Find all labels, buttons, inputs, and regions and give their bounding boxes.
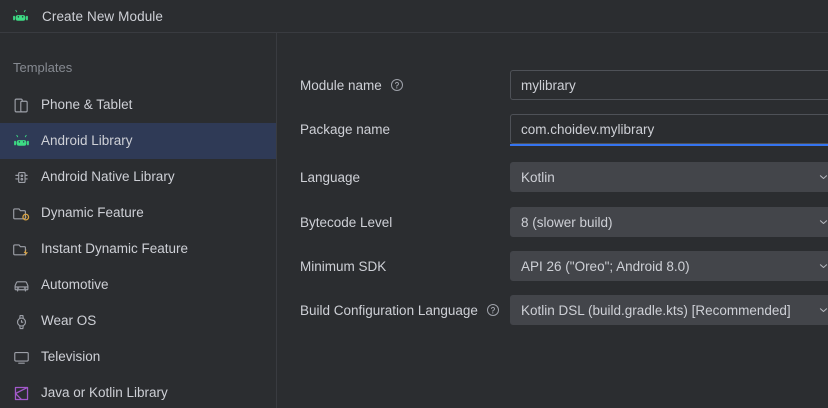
sidebar-item-label: Java or Kotlin Library — [41, 385, 168, 401]
form-row-package-name: Package name com.choidev.mylibrary — [278, 114, 828, 146]
templates-header: Templates — [13, 60, 73, 75]
focus-underline — [510, 144, 828, 146]
dropdown-minimum-sdk[interactable]: API 26 ("Oreo"; Android 8.0) — [510, 251, 828, 281]
sidebar-item-label: Instant Dynamic Feature — [41, 241, 189, 257]
form-row-bytecode-level: Bytecode Level 8 (slower build) — [278, 207, 828, 237]
field-value: mylibrary — [521, 77, 576, 93]
sidebar-item-instant-dynamic-feature[interactable]: Instant Dynamic Feature — [0, 231, 276, 267]
title-bar: Create New Module — [0, 0, 828, 33]
label-build-configuration-language: Build Configuration Language — [300, 303, 510, 318]
kotlin-library-icon — [13, 385, 30, 402]
input-package-name[interactable]: com.choidev.mylibrary — [510, 114, 828, 144]
dropdown-bytecode-level[interactable]: 8 (slower build) — [510, 207, 828, 237]
television-icon — [13, 349, 30, 366]
phone-tablet-icon — [13, 97, 30, 114]
chevron-down-icon[interactable] — [818, 305, 828, 316]
sidebar-item-automotive[interactable]: Automotive — [0, 267, 276, 303]
sidebar-item-label: Automotive — [41, 277, 109, 293]
help-icon[interactable] — [390, 78, 404, 92]
field-value: Kotlin — [521, 169, 555, 185]
dropdown-build-configuration-language[interactable]: Kotlin DSL (build.gradle.kts) [Recommend… — [510, 295, 828, 325]
label-text: Build Configuration Language — [300, 302, 478, 318]
form-row-language: Language Kotlin — [278, 162, 828, 192]
watch-icon — [13, 313, 30, 330]
label-language: Language — [300, 170, 510, 185]
sidebar-item-label: Dynamic Feature — [41, 205, 144, 221]
form-row-module-name: Module name mylibrary — [278, 70, 828, 100]
label-package-name: Package name — [300, 122, 510, 137]
sidebar-item-dynamic-feature[interactable]: Dynamic Feature — [0, 195, 276, 231]
sidebar-item-java-or-kotlin-library[interactable]: Java or Kotlin Library — [0, 375, 276, 408]
templates-sidebar: Templates Phone & Tablet Android Library — [0, 33, 277, 408]
dynamic-feature-folder-icon — [13, 205, 30, 222]
chevron-down-icon[interactable] — [818, 217, 828, 228]
field-value: com.choidev.mylibrary — [521, 121, 655, 137]
sidebar-item-phone-tablet[interactable]: Phone & Tablet — [0, 87, 276, 123]
sidebar-item-label: Phone & Tablet — [41, 97, 133, 113]
sidebar-item-wear-os[interactable]: Wear OS — [0, 303, 276, 339]
native-chip-icon — [13, 169, 30, 186]
label-text: Bytecode Level — [300, 214, 393, 230]
window-title: Create New Module — [42, 8, 164, 24]
label-text: Package name — [300, 121, 391, 137]
form-row-build-configuration-language: Build Configuration Language Kotlin DSL … — [278, 295, 828, 325]
label-module-name: Module name — [300, 78, 510, 93]
help-icon[interactable] — [486, 303, 500, 317]
car-icon — [13, 277, 30, 294]
label-minimum-sdk: Minimum SDK — [300, 259, 510, 274]
field-value: Kotlin DSL (build.gradle.kts) [Recommend… — [521, 302, 791, 318]
input-module-name[interactable]: mylibrary — [510, 70, 828, 100]
sidebar-item-label: Wear OS — [41, 313, 97, 329]
chevron-down-icon[interactable] — [818, 261, 828, 272]
label-text: Language — [300, 169, 361, 185]
sidebar-item-android-library[interactable]: Android Library — [0, 123, 276, 159]
instant-feature-folder-icon — [13, 241, 30, 258]
field-value: API 26 ("Oreo"; Android 8.0) — [521, 258, 690, 274]
sidebar-item-label: Television — [41, 349, 101, 365]
sidebar-item-android-native-library[interactable]: Android Native Library — [0, 159, 276, 195]
field-value: 8 (slower build) — [521, 214, 613, 230]
label-text: Module name — [300, 77, 382, 93]
form-row-minimum-sdk: Minimum SDK API 26 ("Oreo"; Android 8.0) — [278, 251, 828, 281]
android-robot-icon — [11, 7, 29, 25]
label-bytecode-level: Bytecode Level — [300, 215, 510, 230]
sidebar-item-label: Android Library — [41, 133, 133, 149]
label-text: Minimum SDK — [300, 258, 387, 274]
sidebar-item-television[interactable]: Television — [0, 339, 276, 375]
sidebar-item-label: Android Native Library — [41, 169, 175, 185]
dropdown-language[interactable]: Kotlin — [510, 162, 828, 192]
chevron-down-icon[interactable] — [818, 172, 828, 183]
android-robot-icon — [13, 133, 30, 150]
templates-list: Phone & Tablet Android Library Android N… — [0, 87, 276, 408]
